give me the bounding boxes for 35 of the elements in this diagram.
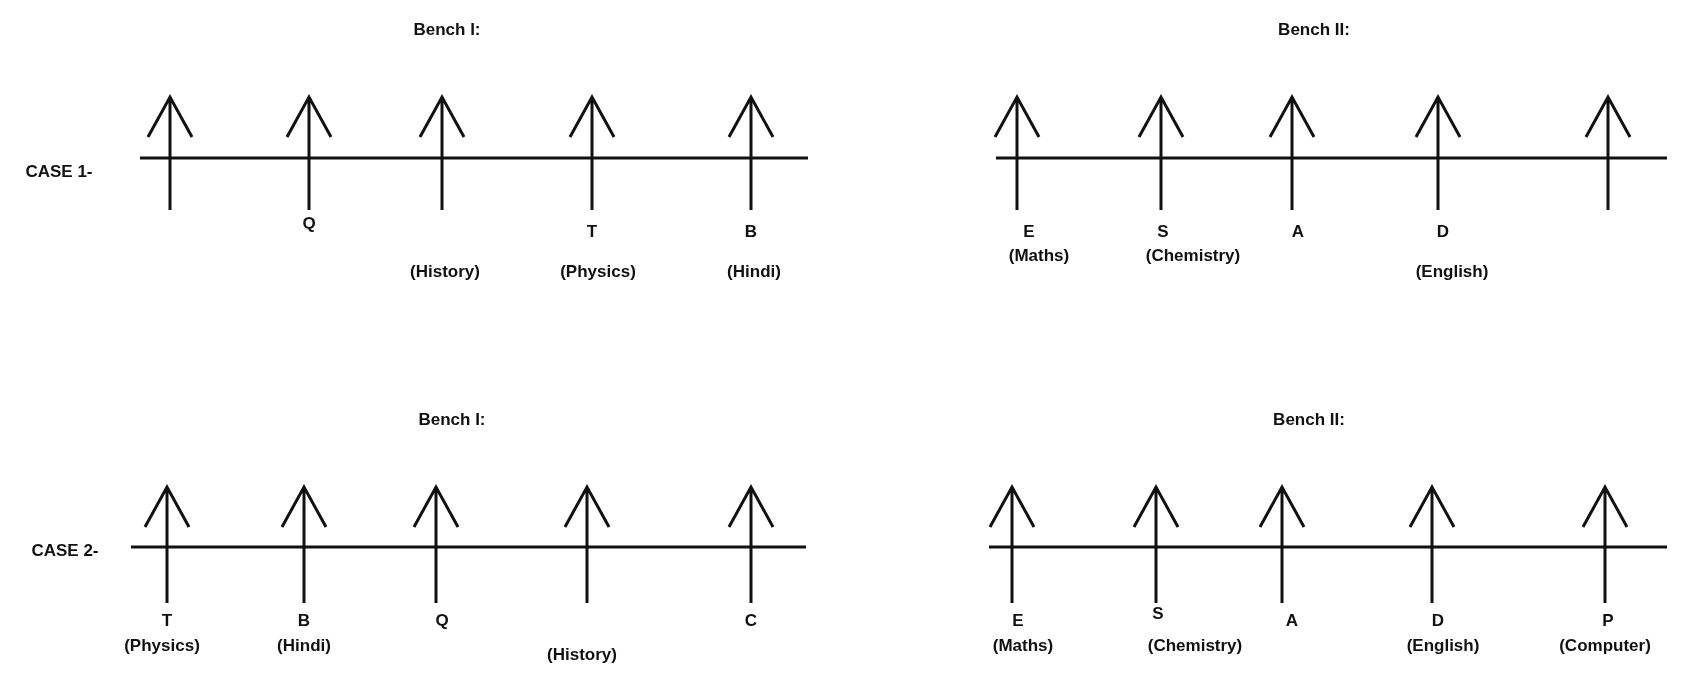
seat-letter: D [1431,611,1445,631]
subject-label: (History) [547,645,617,665]
subject-label: (Physics) [124,636,200,656]
subject-label: (Maths) [1008,246,1070,266]
seat-letter: Q [435,611,449,631]
seat-letter: E [1012,611,1024,631]
case-label: CASE 1- [25,162,93,182]
subject-label: (Hindi) [277,636,331,656]
subject-label: (Hindi) [727,262,781,282]
subject-label: (History) [410,262,480,282]
seat-letter: B [744,222,758,242]
subject-label: (English) [1415,262,1489,282]
subject-label: (Chemistry) [1145,246,1241,266]
subject-label: (English) [1406,636,1480,656]
case-label: CASE 2- [31,541,99,561]
seat-letter: C [744,611,758,631]
bench-heading: Bench II: [1273,410,1345,430]
seat-letter: S [1157,222,1169,242]
seat-letter: P [1602,611,1614,631]
seat-letter: A [1291,222,1305,242]
seat-letter: E [1023,222,1035,242]
seat-letter: B [297,611,311,631]
subject-label: (Chemistry) [1147,636,1243,656]
subject-label: (Maths) [992,636,1054,656]
bench-heading: Bench I: [413,20,481,40]
seat-letter: A [1285,611,1299,631]
seat-letter: Q [302,214,316,234]
seat-letter: S [1152,604,1164,624]
seat-letter: T [586,222,598,242]
subject-label: (Computer) [1559,636,1651,656]
bench-heading: Bench I: [418,410,486,430]
subject-label: (Physics) [560,262,636,282]
seat-letter: T [161,611,173,631]
seat-letter: D [1436,222,1450,242]
bench-heading: Bench II: [1278,20,1350,40]
